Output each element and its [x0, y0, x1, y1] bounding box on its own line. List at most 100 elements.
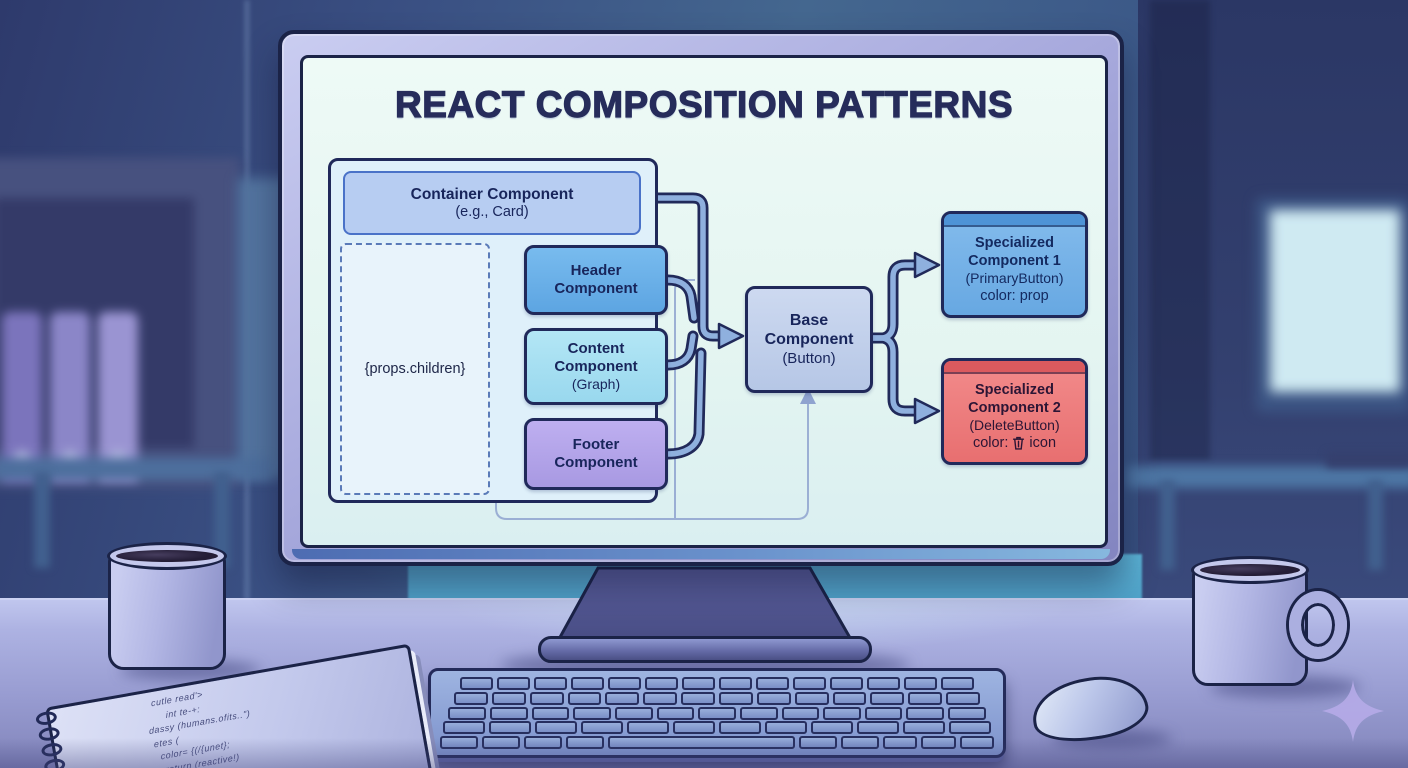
prop-label: color: [972, 435, 1009, 452]
key [453, 691, 488, 705]
key [448, 706, 487, 720]
background-table-right [1126, 466, 1408, 488]
key [672, 721, 715, 735]
spiral-ring [34, 710, 58, 727]
key [718, 691, 753, 705]
key [946, 691, 980, 705]
key [644, 677, 678, 690]
diagram-title: REACT COMPOSITION PATTERNS [394, 83, 1014, 125]
monitor-screen: REACT COMPOSITION PATTERNS Container Com… [300, 55, 1108, 548]
monitor: REACT COMPOSITION PATTERNS Container Com… [278, 30, 1124, 566]
header-component-box: Header Component [524, 245, 668, 315]
keyboard-keys [438, 677, 996, 749]
key [756, 691, 791, 705]
node-label: Component [764, 331, 854, 349]
key [643, 691, 678, 705]
table-leg [34, 472, 50, 568]
key [949, 721, 992, 735]
prop-label: color: [980, 288, 1016, 305]
node-label: Content [567, 339, 625, 357]
key [756, 677, 790, 690]
binder [50, 312, 90, 482]
mug-handle [1289, 591, 1347, 659]
key [656, 706, 695, 720]
key [882, 736, 918, 749]
table-leg [1160, 480, 1175, 570]
key [830, 677, 864, 690]
key [864, 706, 903, 720]
coffee [116, 550, 218, 562]
key [440, 736, 478, 749]
key [823, 706, 861, 720]
key [793, 677, 827, 690]
key [959, 736, 995, 749]
prop-value: prop [1019, 288, 1049, 305]
coffee [1200, 564, 1300, 576]
key [607, 677, 641, 690]
key [906, 706, 945, 720]
keyboard [428, 668, 1006, 758]
key [488, 721, 531, 735]
key [529, 691, 564, 705]
node-label: Footer [572, 435, 620, 453]
background-cabinet [0, 158, 240, 488]
sparkle-icon [1322, 680, 1384, 742]
key [941, 677, 975, 690]
key [948, 706, 986, 720]
node-sublabel: (Graph) [571, 376, 621, 393]
prop-value: icon [1029, 435, 1057, 452]
key [626, 721, 669, 735]
box-title-strip [944, 214, 1085, 227]
base-component-box: Base Component (Button) [745, 286, 873, 393]
key [490, 706, 528, 720]
key [614, 706, 653, 720]
specialized-component-2-box: Specialized Component 2 (DeleteButton) c… [941, 358, 1088, 465]
key [765, 721, 808, 735]
key [605, 691, 640, 705]
key [698, 706, 736, 720]
spacebar-key [607, 736, 795, 749]
key [573, 706, 611, 720]
mug-rim [1191, 556, 1309, 584]
key [481, 736, 520, 749]
key [870, 691, 905, 705]
coffee-mug-left [107, 542, 227, 670]
background-keyboard [1326, 452, 1408, 468]
node-label: Component [554, 357, 638, 375]
node-label: Component 2 [968, 399, 1061, 416]
trash-icon [1012, 436, 1025, 450]
container-subtitle: (e.g., Card) [455, 204, 529, 220]
node-sublabel: (PrimaryButton) [965, 269, 1064, 286]
node-label: Component [554, 280, 638, 297]
props-children-label: {props.children} [364, 361, 466, 377]
node-label: Component 1 [968, 252, 1061, 269]
monitor-stand-base [538, 636, 872, 663]
key [523, 736, 562, 749]
key [908, 691, 943, 705]
key [491, 691, 526, 705]
background-monitor-screen [1270, 210, 1400, 392]
background-table-left [0, 458, 272, 480]
key [531, 706, 570, 720]
key [570, 677, 604, 690]
key [794, 691, 829, 705]
table-leg [214, 472, 230, 568]
container-component-header: Container Component (e.g., Card) [343, 171, 641, 235]
key [921, 736, 956, 749]
node-label: Specialized [975, 381, 1054, 398]
monitor-bottom-bezel [292, 549, 1110, 559]
key [857, 721, 900, 735]
key [718, 677, 753, 690]
key [798, 736, 837, 749]
key [496, 677, 530, 690]
binder [98, 312, 138, 482]
node-sublabel: (Button) [782, 349, 836, 367]
feedback-arrowhead [800, 388, 816, 404]
key [442, 721, 485, 735]
key [904, 677, 938, 690]
content-component-box: Content Component (Graph) [524, 328, 668, 405]
table-leg [1368, 480, 1383, 570]
specialized-component-1-box: Specialized Component 1 (PrimaryButton) … [941, 211, 1088, 318]
key [567, 691, 602, 705]
